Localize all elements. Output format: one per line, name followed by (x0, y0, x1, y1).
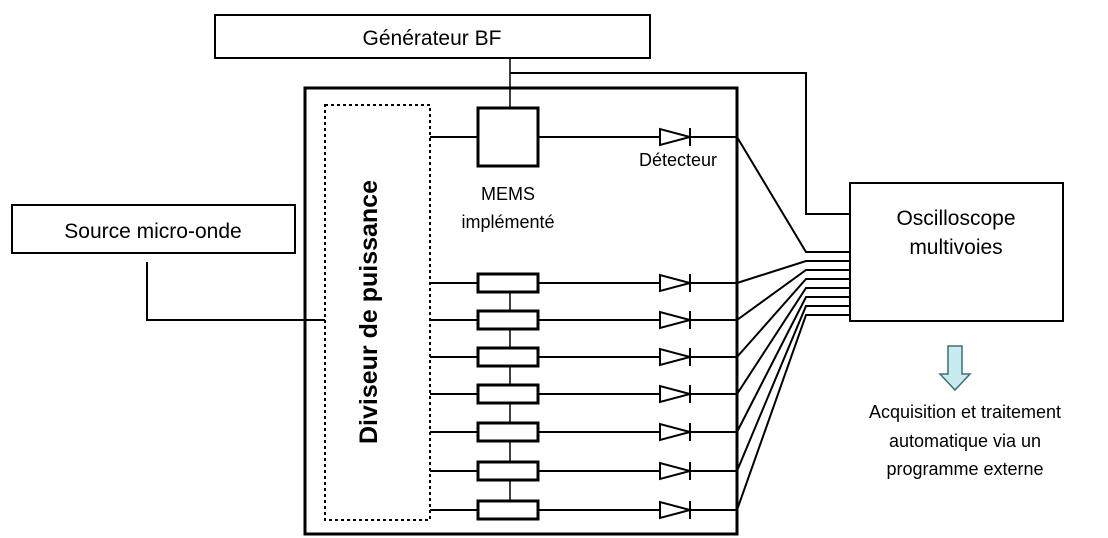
channel-7 (430, 460, 737, 482)
oscilloscope-label-line1: Oscilloscope (896, 207, 1015, 230)
channel-4-element (476, 346, 540, 368)
channel-6 (430, 421, 737, 443)
channel-7-element (476, 460, 540, 482)
down-arrow-icon (938, 345, 972, 392)
source-label: Source micro-onde (64, 220, 241, 243)
main-enclosure (303, 86, 739, 536)
detector-label: Détecteur (639, 150, 717, 170)
mems-label-line1: MEMS (481, 184, 535, 204)
channel-3 (430, 309, 737, 331)
channel-5 (430, 383, 737, 405)
source-box (11, 204, 296, 254)
detector-diode-8 (659, 500, 694, 520)
detector-diode-6 (659, 422, 694, 442)
channel-2 (430, 272, 737, 294)
detector-diode-7 (659, 461, 694, 481)
source-wire (146, 262, 325, 321)
channel-8 (430, 499, 737, 521)
acquisition-text-line3: programme externe (886, 459, 1043, 479)
power-splitter-box (324, 104, 431, 521)
channel-3-element (476, 309, 540, 331)
generator-box (214, 14, 651, 59)
detector-diode-5 (659, 384, 694, 404)
channel-4 (430, 346, 737, 368)
oscilloscope-label-line2: multivoies (909, 236, 1002, 259)
channel-8-element (476, 499, 540, 521)
acquisition-text-line1: Acquisition et traitement (869, 402, 1061, 422)
generator-label: Générateur BF (363, 27, 502, 50)
generator-to-oscilloscope-wire (510, 72, 850, 215)
detector-diode-3 (659, 310, 694, 330)
fan-in-wires (736, 136, 850, 511)
channel-5-element (476, 383, 540, 405)
power-splitter-label: Diviseur de puissance (355, 180, 383, 444)
channel-6-element (476, 421, 540, 443)
mems-label-line2: implémenté (461, 212, 554, 232)
mems-device (476, 106, 540, 168)
channel-2-element (476, 272, 540, 294)
oscilloscope-box (849, 182, 1064, 322)
detector-diode-4 (659, 347, 694, 367)
detector-diode-2 (659, 273, 694, 293)
detector-diode-1 (659, 127, 694, 147)
acquisition-text-line2: automatique via un (889, 431, 1041, 451)
